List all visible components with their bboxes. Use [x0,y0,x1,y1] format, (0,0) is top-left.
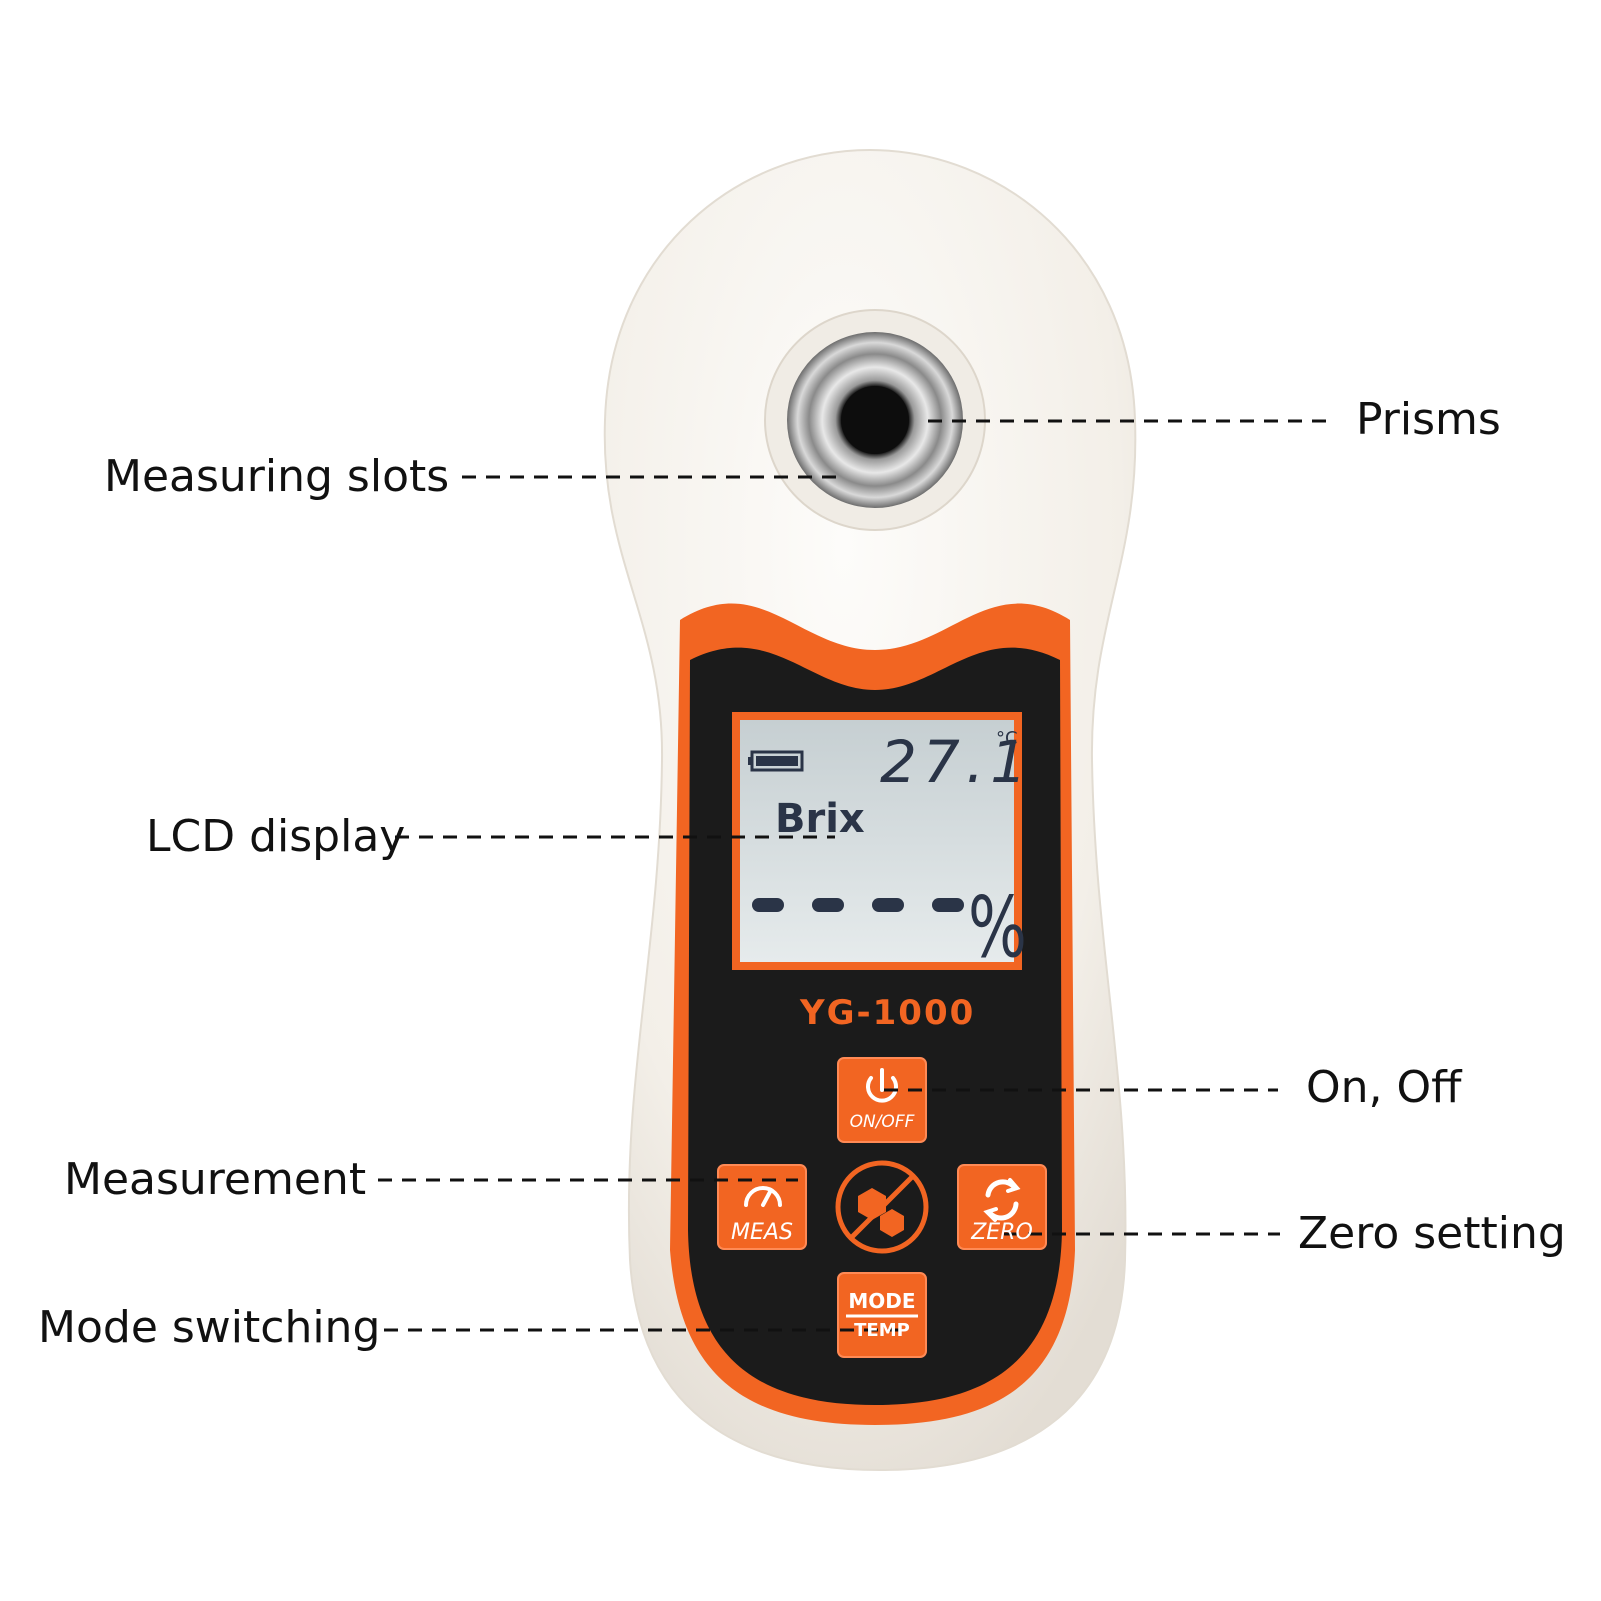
no-cube-icon [835,1160,929,1254]
lcd-temp-unit: °C [996,728,1018,749]
mode-label: MODE [848,1289,916,1313]
callout-mode-switching: Mode switching [38,1302,381,1353]
gauge-icon [744,1186,782,1207]
temp-label: TEMP [854,1320,910,1341]
zero-button[interactable] [957,1164,1047,1250]
zero-label: ZERO [971,1220,1033,1245]
refresh-icon [983,1178,1021,1222]
callout-prisms: Prisms [1356,394,1501,445]
meas-label: MEAS [731,1220,793,1245]
power-icon [866,1068,898,1103]
meas-button[interactable] [717,1164,807,1250]
lcd-percent-sign: % [968,878,1027,977]
prism-icon [841,386,909,454]
lcd-temperature: 27.1 [880,728,1034,796]
callout-measuring-slots: Measuring slots [104,451,450,502]
on-off-label: ON/OFF [849,1112,915,1132]
model-label: YG-1000 [800,993,976,1033]
callout-zero-setting: Zero setting [1298,1208,1566,1259]
reading-dashes [752,898,964,912]
callout-measurement: Measurement [64,1154,367,1205]
battery-icon [748,750,804,772]
callout-lcd-display: LCD display [146,811,406,862]
lcd-scale-label: Brix [775,796,865,842]
leader-lines [378,419,1336,1332]
callout-on-off: On, Off [1306,1062,1462,1113]
